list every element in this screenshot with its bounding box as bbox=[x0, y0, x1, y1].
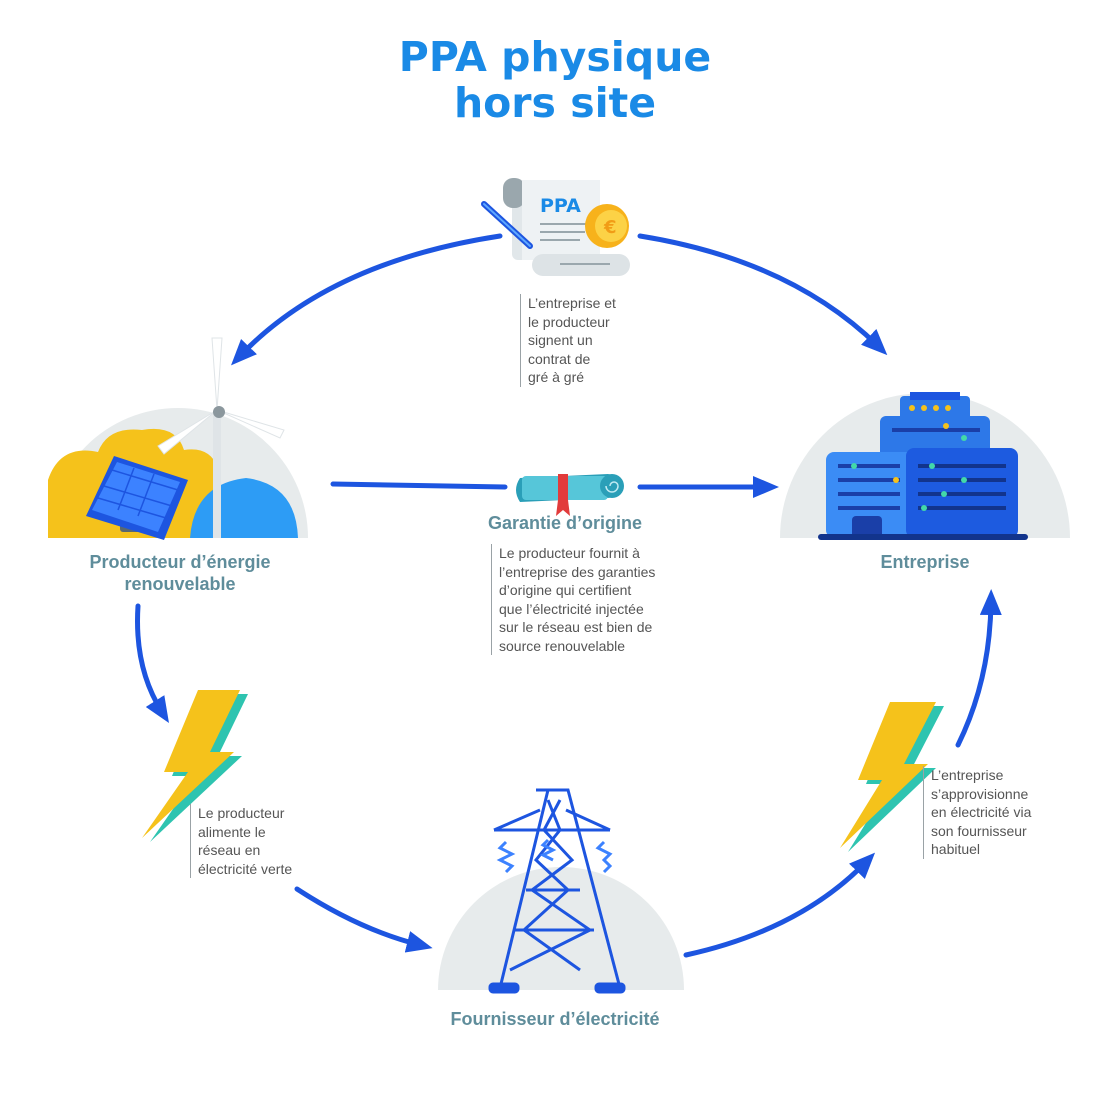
flow-arrows bbox=[135, 233, 1002, 958]
note-line: sur le réseau est bien de bbox=[499, 619, 653, 635]
note-line: d’origine qui certifient bbox=[499, 582, 632, 598]
arrow-contract-to-company bbox=[637, 233, 888, 356]
producer-label: Producteur d’énergie renouvelable bbox=[40, 551, 320, 595]
arrow-bolt-to-company bbox=[955, 589, 1002, 748]
note-line: son fournisseur bbox=[931, 822, 1027, 839]
note-line: signent un bbox=[528, 332, 593, 348]
note-line: alimente le bbox=[198, 823, 266, 840]
contract-document-icon: PPA € bbox=[481, 178, 630, 276]
note-line: source renouvelable bbox=[499, 637, 626, 654]
svg-text:€: € bbox=[603, 217, 617, 238]
svg-text:PPA: PPA bbox=[540, 195, 581, 217]
page-title: PPA physique hors site bbox=[0, 34, 1110, 126]
note-line: s’approvisionne bbox=[931, 785, 1029, 802]
right-lightning-icon bbox=[840, 702, 944, 852]
arrow-supplier-to-bolt bbox=[683, 852, 876, 958]
office-building-icon bbox=[818, 392, 1028, 540]
producer-label-line-2: renouvelable bbox=[124, 574, 236, 594]
certificate-scroll-icon bbox=[516, 474, 624, 516]
contract-note: L’entreprise et le producteur signent un… bbox=[520, 294, 616, 387]
guarantee-label: Garantie d’origine bbox=[487, 513, 643, 533]
arrow-guarantee-left bbox=[330, 481, 508, 490]
arrow-producer-to-bolt bbox=[135, 603, 169, 723]
note-line: Le producteur bbox=[198, 805, 285, 821]
note-line: gré à gré bbox=[528, 369, 585, 385]
note-line: habituel bbox=[931, 841, 981, 857]
company-supply-note: L’entreprise s’approvisionne en électric… bbox=[923, 766, 1031, 859]
note-line: que l’électricité injectée bbox=[499, 600, 644, 617]
wind-solar-icon bbox=[48, 337, 298, 540]
arrow-bolt-to-supplier bbox=[294, 886, 433, 953]
note-line: L’entreprise bbox=[931, 767, 1004, 783]
title-line-1: PPA physique bbox=[398, 33, 712, 81]
supplier-label: Fournisseur d’électricité bbox=[450, 1009, 660, 1029]
company-label: Entreprise bbox=[880, 552, 970, 572]
note-line: L’entreprise et bbox=[528, 295, 616, 311]
note-line: électricité verte bbox=[198, 860, 293, 877]
note-line: le producteur bbox=[528, 313, 610, 330]
note-line: l’entreprise des garanties bbox=[499, 563, 656, 580]
arrow-contract-to-producer bbox=[231, 233, 503, 366]
guarantee-note: Le producteur fournit à l’entreprise des… bbox=[491, 544, 655, 655]
note-line: réseau en bbox=[198, 842, 261, 858]
left-lightning-icon bbox=[142, 690, 248, 842]
producer-grid-note: Le producteur alimente le réseau en élec… bbox=[190, 804, 292, 878]
producer-label-line-1: Producteur d’énergie bbox=[89, 552, 271, 572]
note-line: en électricité via bbox=[931, 804, 1032, 820]
power-pylon-icon bbox=[488, 788, 626, 994]
title-line-2: hors site bbox=[453, 79, 657, 127]
note-line: Le producteur fournit à bbox=[499, 545, 640, 561]
euro-coin-icon: € bbox=[585, 204, 629, 248]
note-line: contrat de bbox=[528, 350, 591, 367]
